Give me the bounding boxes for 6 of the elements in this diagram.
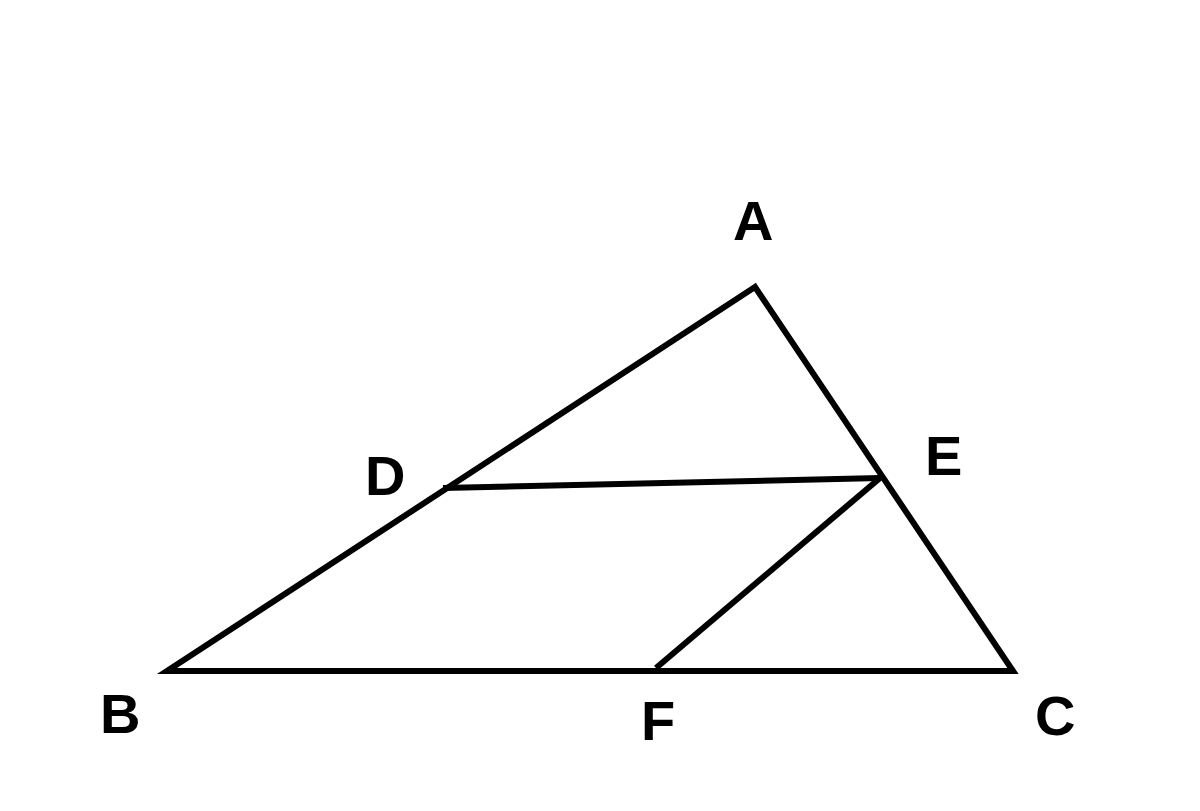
point-label: E (925, 428, 963, 484)
point-label: A (733, 193, 774, 249)
point-label: B (100, 686, 141, 742)
point-label: F (641, 693, 676, 749)
point-label: C (1035, 688, 1076, 744)
point-label: D (365, 448, 406, 504)
